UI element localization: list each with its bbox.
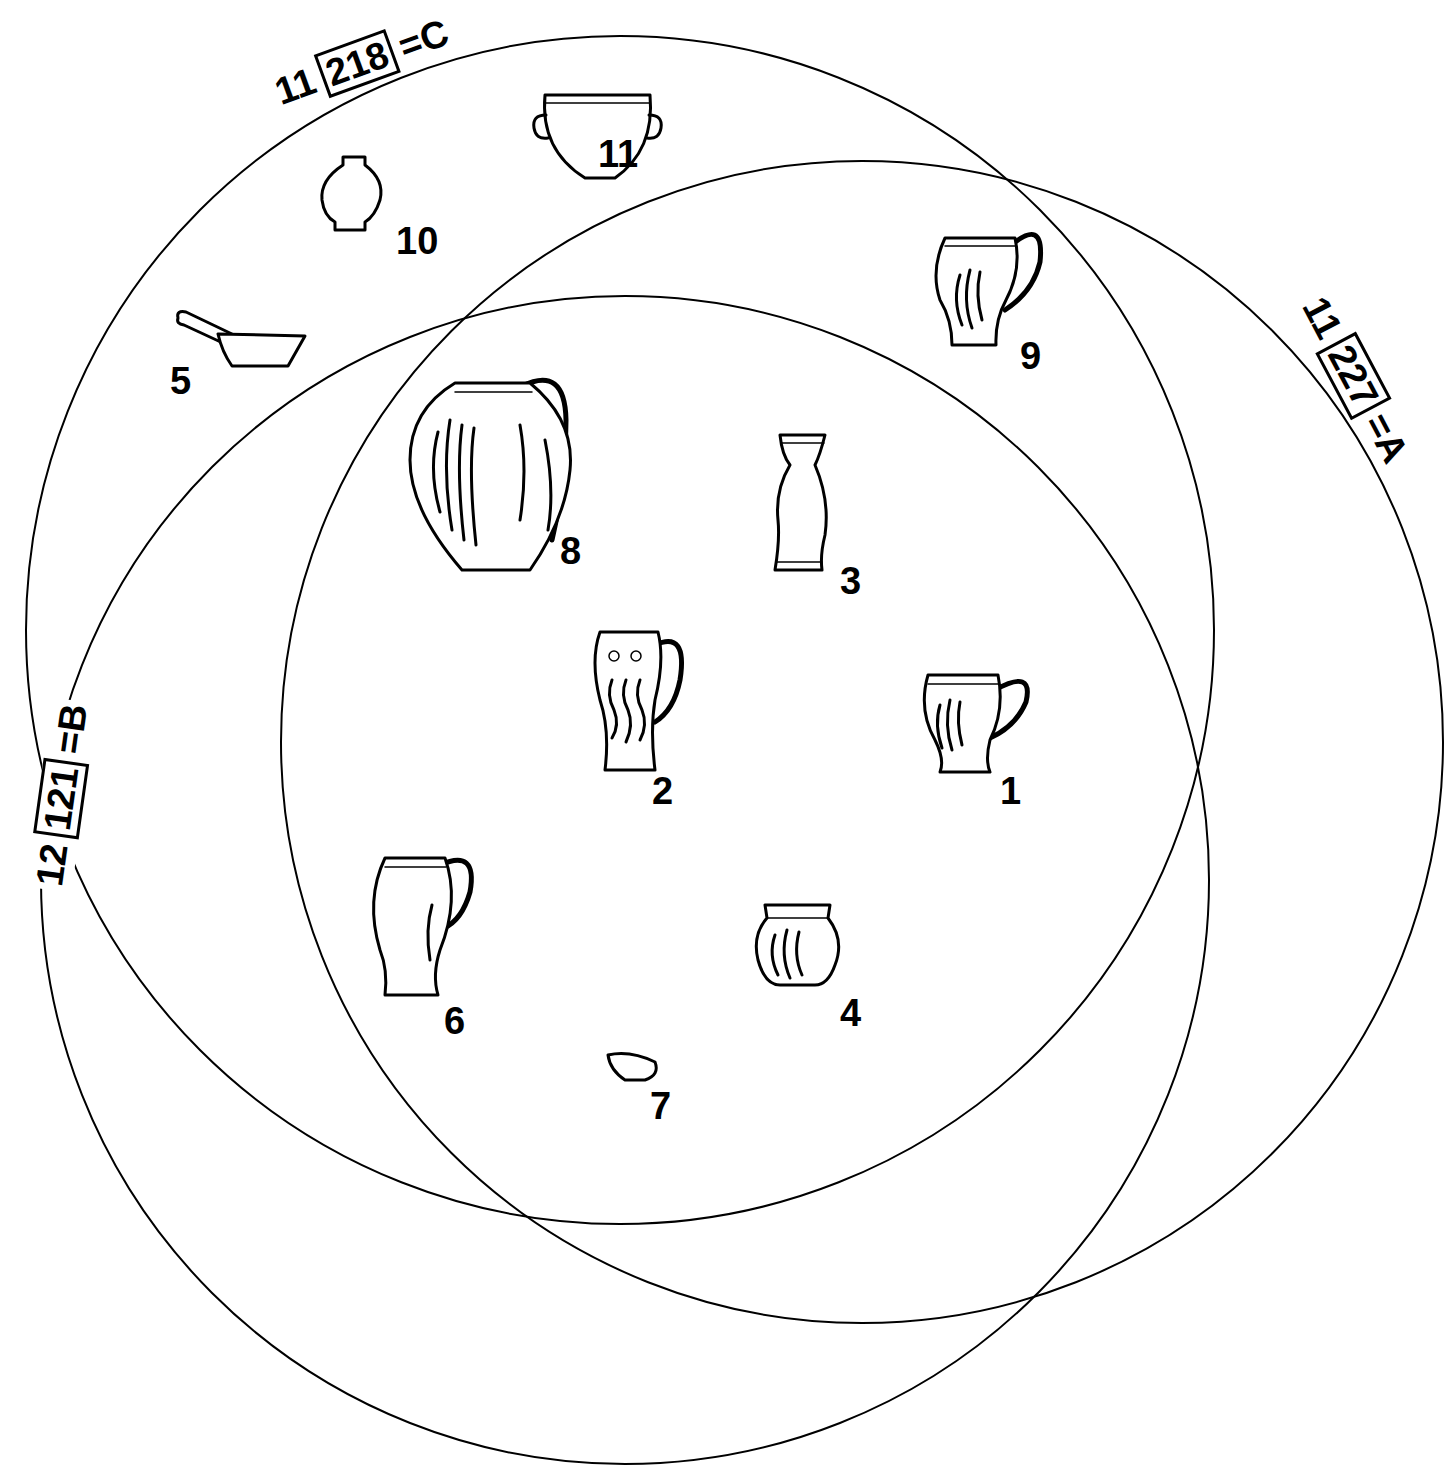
bowl-11 [534, 95, 662, 178]
circle-label: 11227=A [1291, 286, 1420, 475]
callout-number: 6 [444, 1002, 465, 1040]
circle-text: 12 [30, 841, 74, 888]
circle-text: 11 [270, 61, 321, 110]
circle-text: =C [394, 13, 454, 66]
callout-number: 5 [170, 362, 191, 400]
callout-number: 3 [840, 562, 861, 600]
circle-label: 12121=B [26, 697, 98, 893]
circle-label: 11218=C [265, 8, 459, 116]
jug-9 [936, 234, 1041, 345]
callout-number: 11 [598, 135, 638, 173]
callout-number: 10 [396, 222, 438, 260]
sherd-7 [608, 1054, 656, 1080]
pot-10 [322, 157, 381, 230]
vase-3 [775, 435, 826, 570]
set-circle: 11227=A [280, 160, 1444, 1324]
boxed-number: 121 [33, 758, 89, 839]
set-circle: 12121=B [40, 295, 1210, 1465]
callout-number: 2 [652, 772, 673, 810]
callout-number: 1 [1000, 772, 1021, 810]
callout-number: 4 [840, 994, 861, 1032]
set-circle: 11218=C [25, 35, 1215, 1225]
circle-text: 11 [1297, 291, 1349, 344]
circle-outline [280, 160, 1444, 1324]
cup-1 [924, 675, 1027, 772]
callout-number: 9 [1020, 337, 1041, 375]
boxed-number: 218 [314, 29, 401, 98]
mortar-5 [178, 312, 305, 366]
callout-number: 7 [650, 1087, 671, 1125]
jug-8 [410, 380, 571, 570]
jug-6 [374, 858, 472, 995]
circle-outline [25, 35, 1215, 1225]
jug-2 [595, 632, 682, 770]
boxed-number: 227 [1316, 332, 1392, 420]
circle-outline [40, 295, 1210, 1465]
pot-4 [756, 905, 838, 985]
callout-number: 8 [560, 532, 581, 570]
circle-text: =B [49, 702, 94, 756]
circle-text: =A [1358, 407, 1415, 469]
